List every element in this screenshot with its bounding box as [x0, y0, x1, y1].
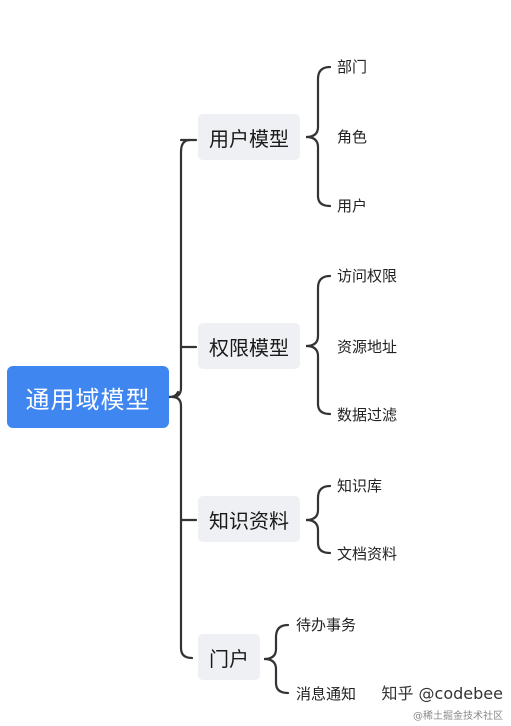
branch-permission-model: 权限模型 — [198, 323, 300, 369]
branch-label: 门户 — [209, 646, 249, 671]
leaf-todo-tasks: 待办事务 — [296, 616, 357, 634]
leaf-notifications: 消息通知 — [296, 685, 357, 703]
branch-portal: 门户 — [198, 634, 260, 680]
brace-permission-model — [305, 274, 332, 416]
leaf-access-permission: 访问权限 — [337, 267, 398, 285]
branch-user-model: 用户模型 — [198, 114, 300, 160]
watermark-juejin: @稀土掘金技术社区 — [413, 711, 503, 722]
root-label: 通用域模型 — [25, 385, 151, 414]
leaf-department: 部门 — [337, 58, 368, 76]
brace-portal — [263, 623, 290, 695]
root-node: 通用域模型 — [7, 366, 169, 428]
branch-label: 知识资料 — [209, 508, 289, 533]
brace-knowledge — [305, 484, 332, 555]
leaf-documents: 文档资料 — [337, 545, 398, 563]
branch-label: 用户模型 — [209, 126, 289, 151]
branch-knowledge: 知识资料 — [198, 496, 300, 542]
leaf-user: 用户 — [337, 197, 368, 215]
leaf-knowledge-base: 知识库 — [337, 477, 383, 495]
leaf-role: 角色 — [337, 128, 368, 146]
leaf-resource-address: 资源地址 — [337, 338, 398, 356]
main-spine — [171, 138, 194, 660]
leaf-data-filter: 数据过滤 — [337, 406, 398, 424]
watermark-zhihu: 知乎 @codebee — [381, 684, 503, 703]
brace-user-model — [305, 65, 332, 208]
branch-label: 权限模型 — [209, 335, 289, 360]
